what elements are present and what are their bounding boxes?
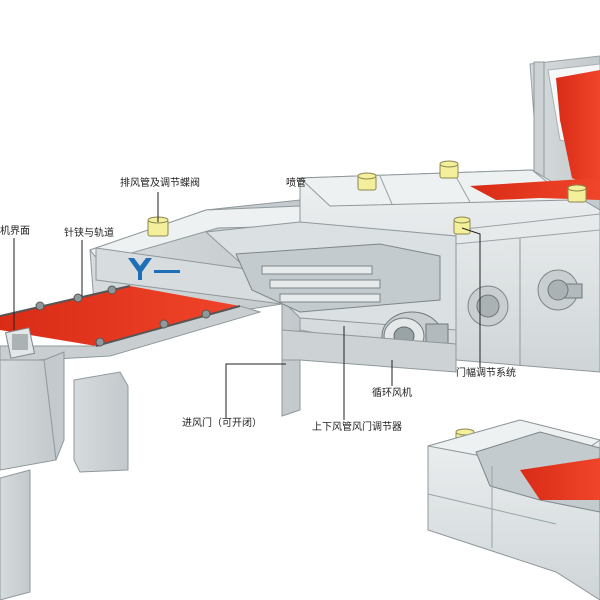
inset-fabric (520, 458, 600, 500)
label-needle-chain: 针铗与轨道 (64, 228, 114, 239)
fabric-conveyor (0, 285, 262, 363)
leader-lines (13, 192, 481, 420)
label-air-inlet-door: 进风门（可开闭） (182, 418, 262, 429)
exhaust-valves (147, 160, 587, 447)
label-door-width-adjust: 门幅调节系统 (456, 368, 516, 379)
needle-chain-wheels (35, 285, 211, 347)
label-spray-pipe: 喷管 (286, 178, 306, 189)
feed-frame (529, 55, 600, 211)
label-circulation-fan: 循环风机 (372, 388, 412, 399)
inset-detail-view (427, 419, 600, 600)
label-exhaust-duct: 排风管及调节蝶阀 (120, 178, 200, 189)
hmi-console (0, 327, 65, 471)
label-upper-lower-duct: 上下风管风门调节器 (312, 422, 402, 433)
fan-housing-1 (467, 285, 509, 327)
spray-nozzle-rack (261, 265, 381, 303)
feed-rollers (0, 371, 129, 600)
fan-housing-2 (537, 269, 583, 311)
fabric-rising (556, 70, 600, 190)
company-logo-icon (128, 258, 180, 280)
label-hmi: 机界面 (0, 226, 30, 237)
